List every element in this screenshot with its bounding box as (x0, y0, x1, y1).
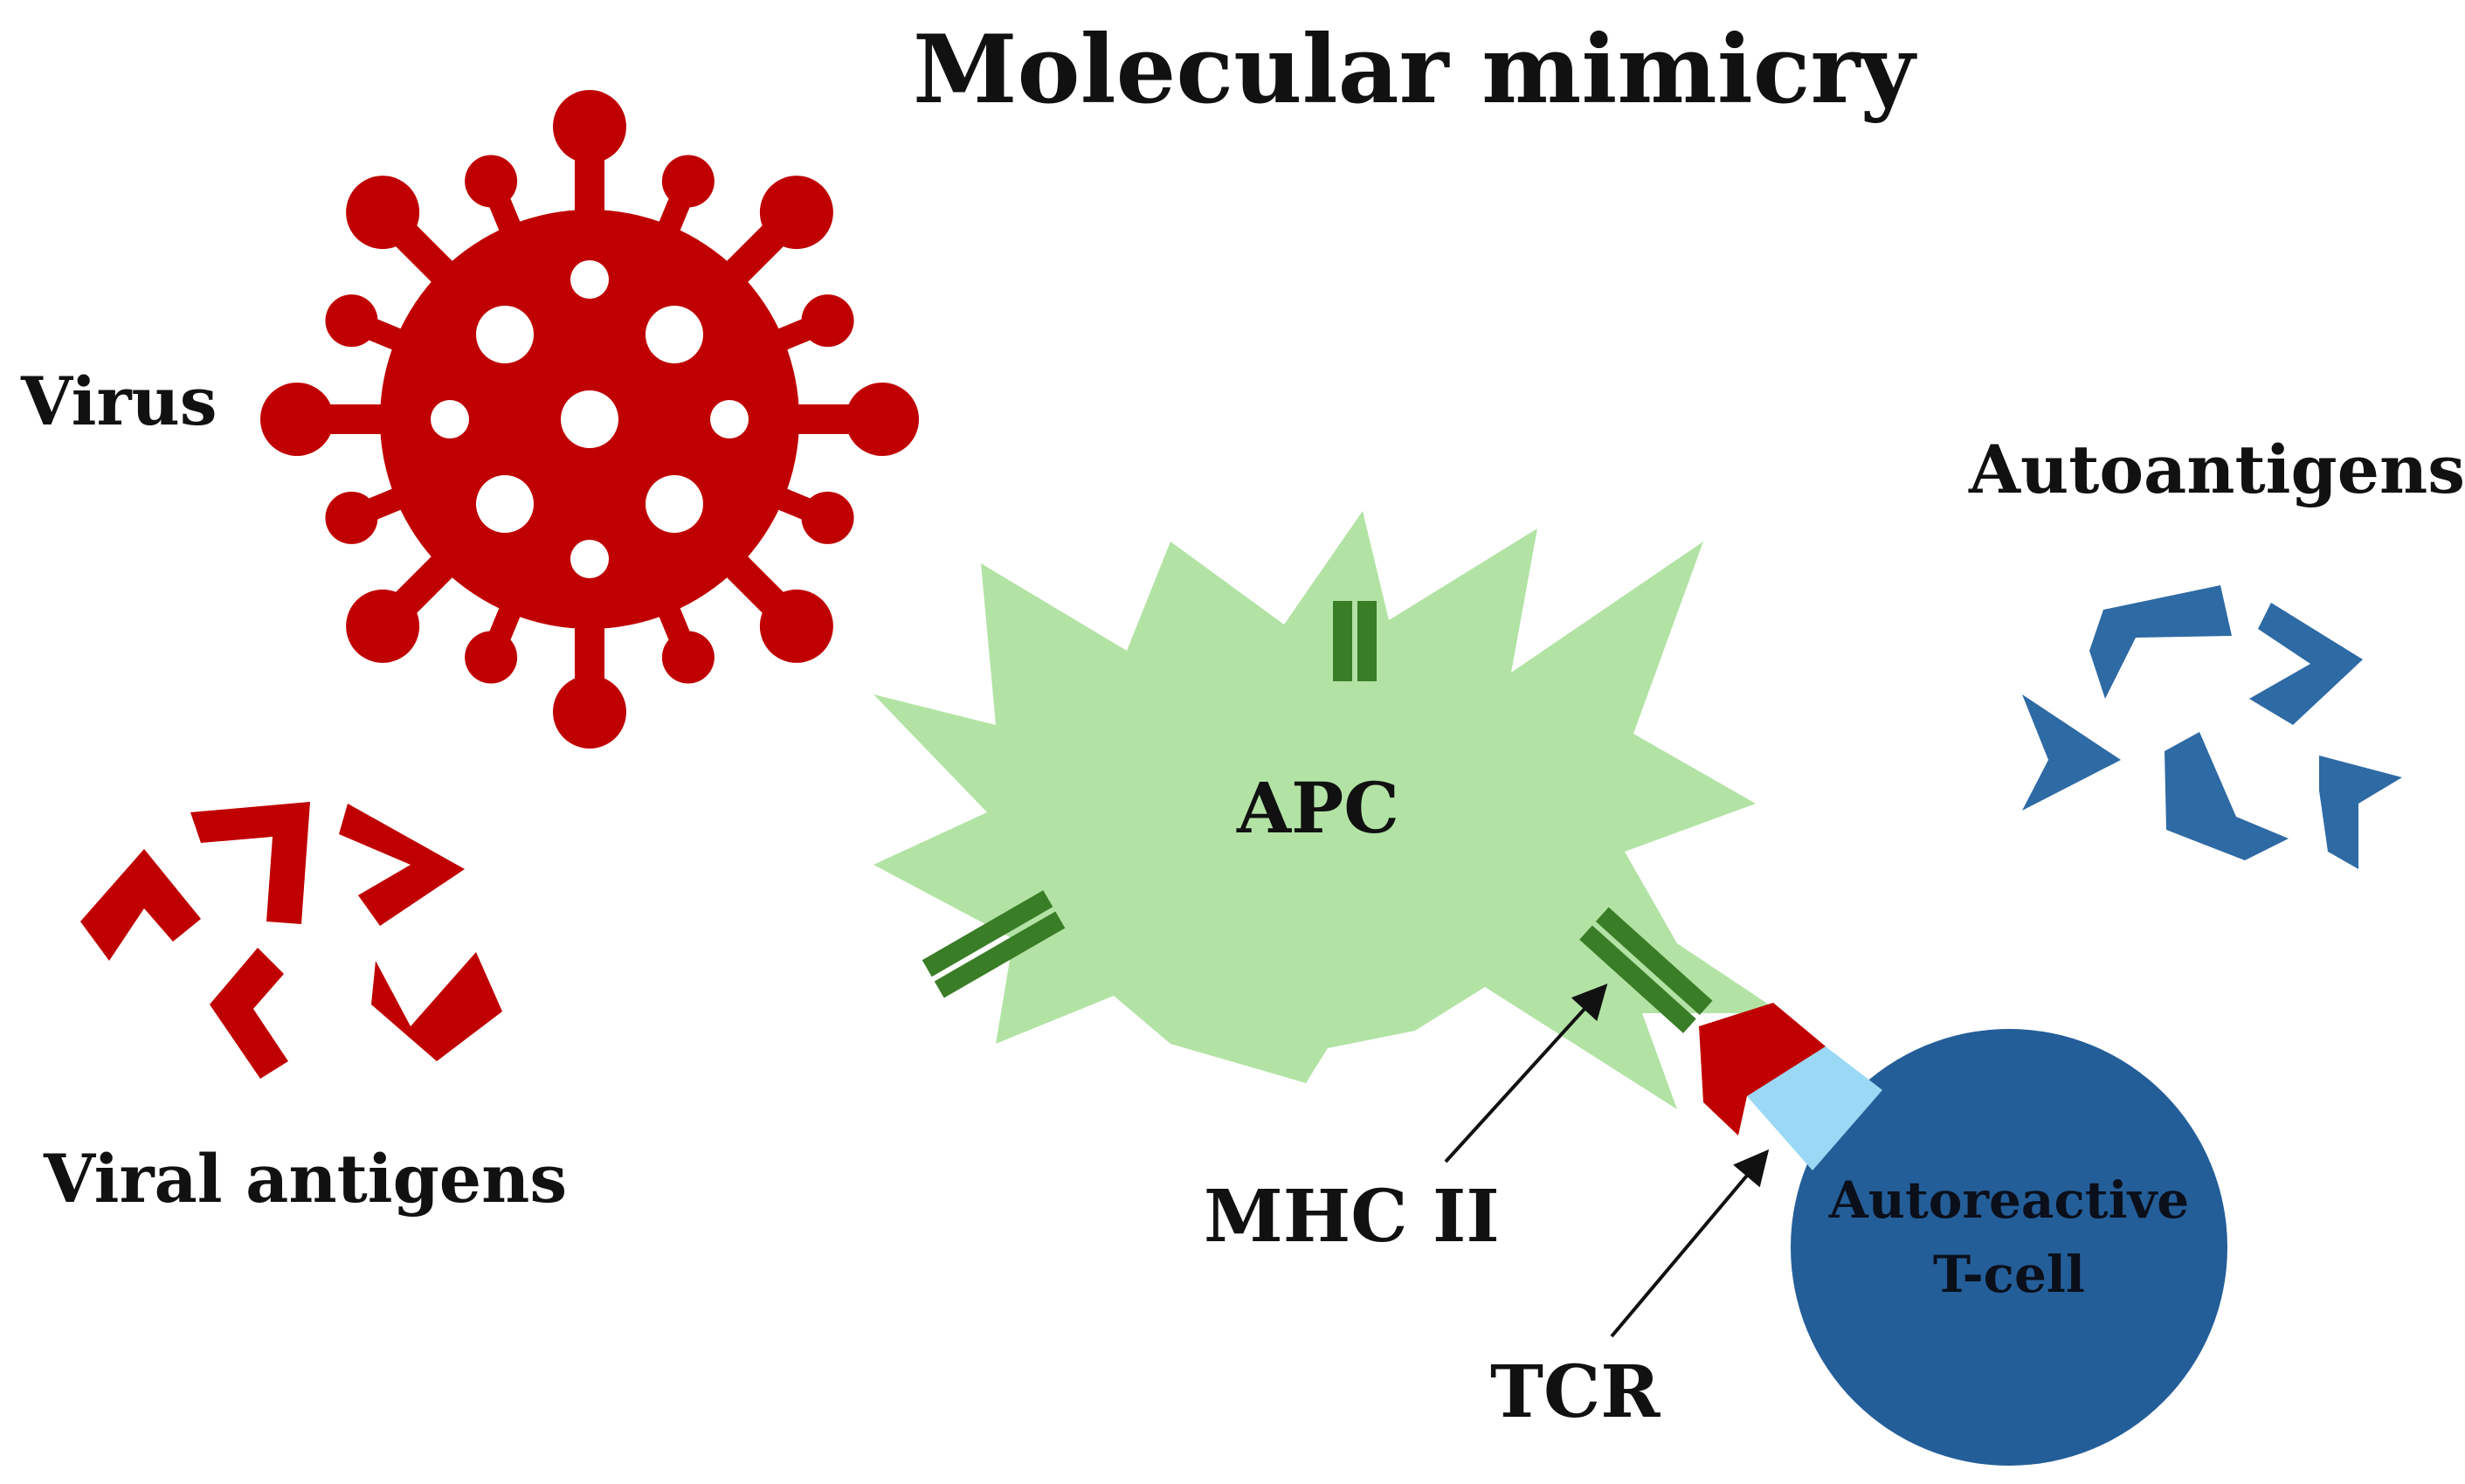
virus-icon (260, 90, 919, 749)
virus-spike-knob (801, 294, 854, 348)
viral-antigens-icon (80, 802, 502, 1079)
virus-pores (431, 260, 749, 578)
virus-spike-knob (346, 589, 420, 663)
tcell-label-line1: Autoreactive (1828, 1170, 2190, 1230)
mhc-molecule-top (1333, 601, 1377, 681)
virus-spike-knob (759, 176, 833, 250)
autoantigen (2165, 732, 2289, 860)
autoantigen (2089, 585, 2232, 699)
autoantigen (2319, 756, 2402, 869)
virus-spike-knob (846, 383, 919, 456)
virus-spike-knob (325, 491, 378, 544)
mhc-molecule-bottom (1579, 907, 1713, 1033)
virus-spike-knob (553, 90, 626, 163)
viral-antigen (339, 804, 465, 926)
virus-spike-knob (553, 675, 626, 749)
autoantigen (2249, 603, 2363, 725)
virus-spike-knob (759, 589, 833, 663)
virus-spike-knob (661, 631, 715, 684)
virus-spike-knob (260, 383, 334, 456)
viral-antigen (210, 948, 288, 1079)
tcell-body (1791, 1029, 2227, 1466)
viral-antigens-label: Viral antigens (44, 1140, 568, 1218)
viral-antigen (371, 952, 502, 1061)
mhc-label: MHC II (1204, 1175, 1500, 1259)
diagram-title: Molecular mimicry (913, 15, 1916, 125)
autoantigens-label: Autoantigens (1969, 431, 2465, 508)
mhc-molecule-left (922, 890, 1066, 998)
mhc-arrow (1444, 984, 1608, 1163)
virus-spike-knob (801, 491, 854, 544)
virus-label: Virus (21, 362, 218, 440)
virus-spike-knob (325, 294, 378, 348)
autoantigens-icon (2022, 585, 2402, 869)
apc-cell (873, 511, 1782, 1109)
autoantigen (2022, 694, 2121, 811)
tcr-arrow (1610, 1149, 1770, 1338)
tcell-label-line2: T-cell (1933, 1245, 2085, 1304)
virus-spike-knob (465, 631, 518, 684)
virus-spike-knob (661, 155, 715, 208)
bound-antigen (1699, 1003, 1826, 1135)
viral-antigen (190, 802, 310, 924)
virus-spike-knob (346, 176, 420, 250)
viral-antigen (80, 849, 201, 961)
apc-label: APC (1237, 767, 1399, 849)
virus-spike-knob (465, 155, 518, 208)
tcr-label: TCR (1490, 1350, 1661, 1434)
tcr-receptor (1747, 1046, 1882, 1170)
